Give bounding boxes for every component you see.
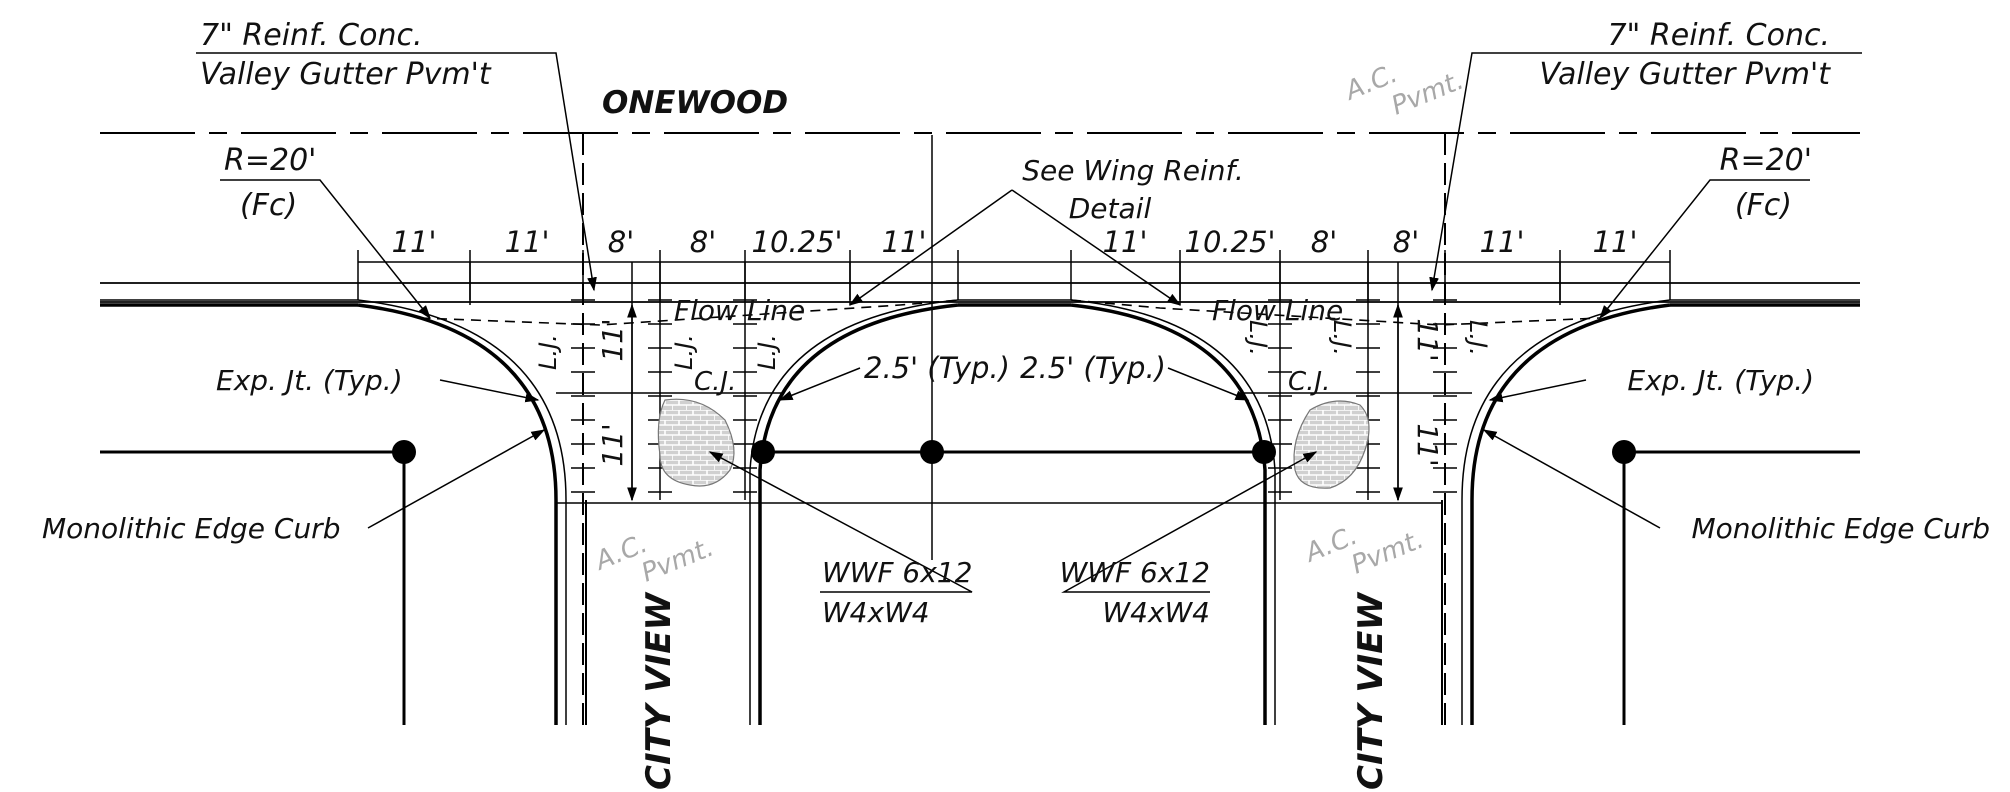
lj-label-5: L.J.	[1328, 320, 1356, 356]
wwf-note-left-line2: W4xW4	[822, 596, 930, 629]
dim-vert-left-1: 11'	[596, 318, 629, 361]
dim-top-7: 11'	[1103, 225, 1148, 259]
ac-pvmt-note-left-line2: Pvmt.	[637, 533, 718, 589]
radius-note-left-line1: R=20'	[224, 143, 316, 178]
road-edge-lines	[100, 282, 1860, 307]
dim-top-9: 8'	[1311, 225, 1337, 259]
dim-vert-left-2: 11'	[596, 423, 629, 466]
dim-top-12: 11'	[1593, 225, 1638, 259]
pi-points	[392, 440, 1636, 464]
street-name-cityview-left: CITY VIEW	[639, 592, 679, 790]
wwf-note-left-line1: WWF 6x12	[822, 556, 972, 589]
wwf-note-right-line1: WWF 6x12	[1060, 556, 1210, 589]
radius-note-right-line2: (Fc)	[1735, 188, 1792, 223]
lj-label-2: L.J.	[670, 334, 698, 370]
dim-top-4: 8'	[690, 225, 716, 259]
wing-reinf-note-line1: See Wing Reinf.	[1022, 154, 1243, 187]
cross-street-lines	[582, 130, 1446, 725]
wwf-note-right-line2: W4xW4	[1102, 596, 1210, 629]
ac-pvmt-note-right-line2: Pvmt.	[1347, 525, 1428, 581]
dim-top-10: 8'	[1393, 225, 1419, 259]
dim-top-1: 11'	[392, 225, 437, 259]
lj-label-3: L.J.	[753, 334, 781, 370]
ac-pvmt-note-top-line2: Pvmt.	[1387, 66, 1468, 122]
valley-gutter-note-left-line1: 7" Reinf. Conc.	[200, 18, 423, 53]
dim-top-2: 11'	[505, 225, 550, 259]
edge-curb-label-left: Monolithic Edge Curb	[42, 512, 340, 545]
typ-label-left: 2.5' (Typ.)	[864, 351, 1010, 385]
dim-top-6: 11'	[882, 225, 927, 259]
dim-top-3: 8'	[608, 225, 634, 259]
wing-reinf-note-line2: Detail	[1069, 192, 1152, 225]
radius-note-right-line1: R=20'	[1720, 143, 1812, 178]
exp-jt-label-left: Exp. Jt. (Typ.)	[216, 364, 403, 397]
lj-label-6: L.J.	[1464, 320, 1492, 356]
valley-gutter-boundaries	[469, 262, 1561, 504]
dim-top-8: 10.25'	[1185, 225, 1276, 259]
lj-label-4: L.J.	[1244, 320, 1272, 356]
dim-vert-right-1: 11'	[1411, 318, 1444, 361]
dim-vert-right-2: 11'	[1411, 423, 1444, 466]
reinforcement-area-left	[657, 398, 735, 487]
flow-line	[419, 299, 1601, 326]
edge-curb-label-right: Monolithic Edge Curb	[1692, 512, 1990, 545]
street-name-cityview-right: CITY VIEW	[1351, 592, 1391, 790]
street-name-onewood: ONEWOOD	[602, 85, 788, 121]
cj-label-left: C.J.	[694, 367, 736, 397]
radius-note-left-line2: (Fc)	[240, 188, 297, 223]
typ-label-right: 2.5' (Typ.)	[1020, 351, 1166, 385]
exp-jt-label-right: Exp. Jt. (Typ.)	[1627, 364, 1814, 397]
valley-gutter-note-right-line1: 7" Reinf. Conc.	[1607, 18, 1830, 53]
lj-label-1: L.J.	[534, 334, 562, 370]
vertical-dimension-lines	[627, 303, 1403, 502]
cj-label-right: C.J.	[1288, 367, 1330, 397]
flow-line-label-left: Flow Line	[674, 294, 805, 327]
reinforcement-area-right	[1293, 400, 1370, 489]
dim-top-11: 11'	[1480, 225, 1525, 259]
dim-top-5: 10.25'	[752, 225, 843, 259]
flow-line-label-right: Flow Line	[1212, 294, 1343, 327]
valley-gutter-note-right-line2: Valley Gutter Pvm't	[1539, 57, 1831, 92]
road-sections	[100, 450, 1860, 725]
top-dimension-line	[357, 250, 1671, 300]
leader-lines	[196, 52, 1862, 593]
valley-gutter-note-left-line2: Valley Gutter Pvm't	[200, 57, 492, 92]
